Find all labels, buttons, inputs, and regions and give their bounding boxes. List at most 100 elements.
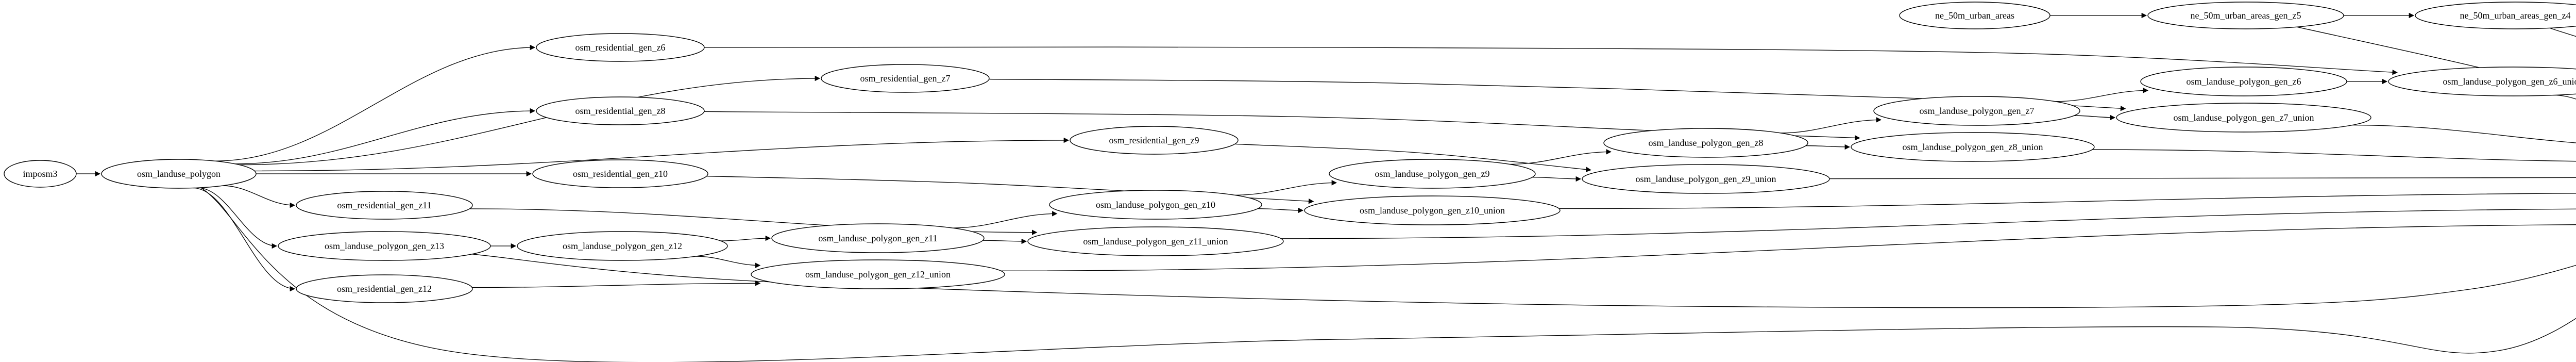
osm_landuse_polygon_gen_z7-ellipse [1873, 96, 2080, 126]
edge-ne_50m_urban_areas_gen_z4-to-layer_landuse-z4 [2549, 27, 2576, 37]
edge-osm_landuse_polygon_gen_z11-to-osm_landuse_polygon_gen_z10 [953, 211, 1058, 228]
edge-osm_landuse_polygon_gen_z9-to-osm_landuse_polygon_gen_z8 [1510, 149, 1612, 165]
edge-osm_landuse_polygon_gen_z11-to-osm_landuse_polygon_gen_z11_union [982, 238, 1027, 244]
edge-osm_residential_gen_z6-to-osm_landuse_polygon_gen_z6_union [704, 46, 2398, 75]
ne_50m_urban_areas_gen_z4-label: ne_50m_urban_areas_gen_z4 [2460, 10, 2571, 21]
node-osm_landuse_polygon_gen_z6: osm_landuse_polygon_gen_z6 [2140, 67, 2347, 96]
node-ne_50m_urban_areas_gen_z4: ne_50m_urban_areas_gen_z4 [2415, 2, 2576, 29]
edge-osm_landuse_polygon-to-osm_residential_gen_z7 [239, 75, 821, 166]
osm_landuse_polygon_gen_z13-ellipse [278, 231, 491, 261]
edge-osm_landuse_polygon-to-osm_residential_gen_z6 [214, 44, 536, 161]
osm_landuse_polygon_gen_z11-ellipse [771, 223, 985, 253]
edge-osm_landuse_polygon-to-layer_landuse-z14+ [200, 187, 2576, 362]
edges-layer [76, 12, 2576, 362]
osm_residential_gen_z11-ellipse [296, 191, 473, 220]
node-osm_landuse_polygon_gen_z9: osm_landuse_polygon_gen_z9 [1329, 159, 1536, 189]
edge-osm_landuse_polygon-to-osm_residential_gen_z8 [234, 108, 536, 164]
edge-osm_residential_gen_z12-to-osm_landuse_polygon_gen_z12_union [472, 281, 761, 288]
edge-osm_landuse_polygon_gen_z10_union-to-layer_landuse-z10 [1559, 193, 2576, 209]
node-osm_residential_gen_z10: osm_residential_gen_z10 [532, 159, 708, 188]
osm_residential_gen_z7-ellipse [821, 64, 990, 93]
osm_landuse_polygon_gen_z12-label: osm_landuse_polygon_gen_z12 [563, 241, 682, 251]
edge-osm_landuse_polygon_gen_z8-to-osm_landuse_polygon_gen_z8_union [1806, 144, 1851, 150]
osm_residential_gen_z10-ellipse [532, 159, 708, 188]
edge-osm_landuse_polygon-to-osm_residential_gen_z11 [223, 185, 296, 208]
ne_50m_urban_areas_gen_z5-label: ne_50m_urban_areas_gen_z5 [2191, 10, 2301, 21]
node-osm_residential_gen_z12: osm_residential_gen_z12 [296, 274, 473, 303]
edge-osm_landuse_polygon_gen_z10-to-osm_landuse_polygon_gen_z9 [1234, 180, 1337, 195]
edge-osm_landuse_polygon_gen_z7-to-osm_landuse_polygon_gen_z7_union [2074, 114, 2116, 121]
ne_50m_urban_areas_gen_z4-ellipse [2415, 2, 2576, 29]
node-osm_landuse_polygon_gen_z11_union: osm_landuse_polygon_gen_z11_union [1027, 226, 1284, 256]
osm_residential_gen_z9-label: osm_residential_gen_z9 [1109, 135, 1199, 145]
osm_landuse_polygon-ellipse [101, 159, 257, 189]
osm_landuse_polygon_gen_z11_union-label: osm_landuse_polygon_gen_z11_union [1083, 236, 1228, 246]
osm_landuse_polygon_gen_z11-label: osm_landuse_polygon_gen_z11 [818, 233, 937, 243]
node-ne_50m_urban_areas: ne_50m_urban_areas [1899, 2, 2050, 29]
node-osm_landuse_polygon_gen_z13: osm_landuse_polygon_gen_z13 [278, 231, 491, 261]
edge-osm_landuse_polygon-to-osm_residential_gen_z9 [255, 137, 1070, 172]
ne_50m_urban_areas-ellipse [1899, 2, 2050, 29]
osm_landuse_polygon_gen_z8-label: osm_landuse_polygon_gen_z8 [1649, 138, 1764, 148]
edge-osm_landuse_polygon_gen_z7_union-to-layer_landuse-z7 [2352, 124, 2576, 143]
node-osm_landuse_polygon_gen_z7: osm_landuse_polygon_gen_z7 [1873, 96, 2080, 126]
osm_residential_gen_z6-ellipse [536, 33, 705, 62]
osm_landuse_polygon_gen_z10-ellipse [1049, 190, 1262, 220]
edge-osm_landuse_polygon_gen_z6_union-to-layer_landuse-z6 [2553, 94, 2576, 100]
imposm3-ellipse [4, 160, 77, 188]
edge-osm_landuse_polygon_gen_z11_union-to-layer_landuse-z11 [1281, 208, 2576, 239]
node-imposm3: imposm3 [4, 160, 77, 188]
node-osm_landuse_polygon_gen_z7_union: osm_landuse_polygon_gen_z7_union [2116, 103, 2371, 133]
osm_residential_gen_z12-ellipse [296, 274, 473, 303]
nodes-layer: imposm3 osm_landuse_polygon osm_residentia… [4, 2, 2576, 303]
osm_landuse_polygon_gen_z12_union-label: osm_landuse_polygon_gen_z12_union [805, 269, 951, 279]
edge-osm_landuse_polygon_gen_z12_union-to-layer_landuse-z12 [1001, 224, 2576, 271]
node-osm_landuse_polygon: osm_landuse_polygon [101, 159, 257, 189]
imposm3-label: imposm3 [23, 169, 57, 179]
node-osm_landuse_polygon_gen_z8: osm_landuse_polygon_gen_z8 [1603, 128, 1808, 158]
node-osm_landuse_polygon_gen_z10: osm_landuse_polygon_gen_z10 [1049, 190, 1262, 220]
node-osm_residential_gen_z8: osm_residential_gen_z8 [536, 96, 705, 125]
osm_landuse_polygon_gen_z8_union-ellipse [1851, 132, 2095, 162]
node-osm_residential_gen_z6: osm_residential_gen_z6 [536, 33, 705, 62]
osm_landuse_polygon_gen_z12-ellipse [517, 231, 728, 261]
osm_landuse_polygon_gen_z9_union-ellipse [1582, 164, 1830, 194]
osm_landuse_polygon_gen_z10_union-label: osm_landuse_polygon_gen_z10_union [1360, 205, 1505, 216]
edge-osm_landuse_polygon_gen_z13-to-layer_landuse-z13 [472, 254, 2576, 308]
node-osm_residential_gen_z9: osm_residential_gen_z9 [1070, 126, 1239, 155]
osm_residential_gen_z9-ellipse [1070, 126, 1239, 155]
osm_landuse_polygon_gen_z7_union-label: osm_landuse_polygon_gen_z7_union [2174, 112, 2314, 123]
edge-osm_landuse_polygon_gen_z12-to-osm_landuse_polygon_gen_z11 [720, 235, 771, 241]
ne_50m_urban_areas_gen_z5-ellipse [2147, 2, 2344, 29]
osm_landuse_polygon_gen_z7_union-ellipse [2116, 103, 2371, 133]
edge-osm_residential_gen_z9-to-osm_landuse_polygon_gen_z9_union [1234, 143, 1591, 172]
osm_landuse_polygon_gen_z13-label: osm_landuse_polygon_gen_z13 [325, 241, 444, 251]
node-osm_landuse_polygon_gen_z6_union: osm_landuse_polygon_gen_z6_union [2388, 67, 2576, 96]
edge-osm_landuse_polygon_gen_z9-to-osm_landuse_polygon_gen_z9_union [1532, 176, 1582, 182]
node-osm_landuse_polygon_gen_z10_union: osm_landuse_polygon_gen_z10_union [1304, 195, 1561, 225]
osm_landuse_polygon_gen_z11_union-ellipse [1027, 226, 1284, 256]
edge-osm_landuse_polygon_gen_z7-to-osm_landuse_polygon_gen_z6 [2055, 88, 2149, 102]
osm_landuse_polygon_gen_z6-ellipse [2140, 67, 2347, 96]
osm_landuse_polygon_gen_z10_union-ellipse [1304, 195, 1561, 225]
edge-osm_landuse_polygon_gen_z9_union-to-layer_landuse-z9 [1829, 177, 2576, 179]
osm_landuse_polygon_gen_z10-label: osm_landuse_polygon_gen_z10 [1096, 200, 1215, 210]
node-osm_residential_gen_z11: osm_residential_gen_z11 [296, 191, 473, 220]
osm_residential_gen_z12-label: osm_residential_gen_z12 [337, 284, 432, 294]
node-osm_landuse_polygon_gen_z12_union: osm_landuse_polygon_gen_z12_union [751, 259, 1005, 289]
osm_landuse_polygon_gen_z6-label: osm_landuse_polygon_gen_z6 [2187, 76, 2301, 87]
osm_residential_gen_z7-label: osm_residential_gen_z7 [860, 73, 951, 84]
osm_residential_gen_z8-ellipse [536, 96, 705, 125]
osm_landuse_polygon_gen_z9-ellipse [1329, 159, 1536, 189]
osm_landuse_polygon_gen_z12_union-ellipse [751, 259, 1005, 289]
osm_residential_gen_z10-label: osm_residential_gen_z10 [573, 169, 668, 179]
osm_landuse_polygon-label: osm_landuse_polygon [137, 169, 221, 179]
osm_landuse_polygon_gen_z6_union-ellipse [2388, 67, 2576, 96]
osm_residential_gen_z11-label: osm_residential_gen_z11 [337, 200, 431, 210]
edge-osm_landuse_polygon_gen_z10-to-osm_landuse_polygon_gen_z10_union [1258, 207, 1304, 213]
osm_landuse_polygon_gen_z9-label: osm_landuse_polygon_gen_z9 [1375, 169, 1490, 179]
edge-osm_landuse_polygon_gen_z12-to-osm_landuse_polygon_gen_z12_union [696, 256, 761, 268]
osm_landuse_polygon_gen_z8_union-label: osm_landuse_polygon_gen_z8_union [1903, 142, 2043, 152]
